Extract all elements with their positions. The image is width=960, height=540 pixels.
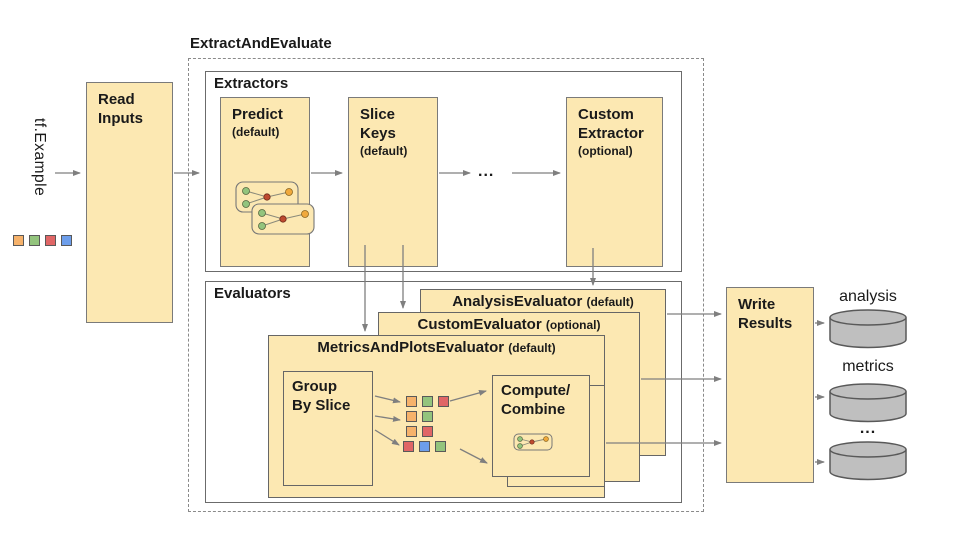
slice-row	[406, 411, 449, 422]
read-inputs-label: Read Inputs	[98, 91, 143, 127]
custom-extractor-qualifier: (optional)	[578, 143, 633, 158]
slice-keys-label: Slice Keys	[360, 106, 396, 142]
group-by-slice-label: Group By Slice	[292, 378, 351, 414]
example-square-green	[435, 441, 446, 452]
extractors-ellipsis: ...	[478, 163, 495, 180]
example-square-red	[403, 441, 414, 452]
sliced-examples-grid	[403, 396, 449, 456]
example-square-orange	[13, 235, 24, 246]
example-square-red	[422, 426, 433, 437]
example-square-green	[29, 235, 40, 246]
example-square-red	[438, 396, 449, 407]
slice-row	[406, 426, 449, 437]
custom-evaluator-label: CustomEvaluator	[417, 316, 542, 333]
evaluators-title: Evaluators	[214, 285, 291, 302]
example-square-blue	[61, 235, 72, 246]
metrics-output-label: metrics	[842, 358, 894, 375]
predict-qualifier: (default)	[232, 124, 280, 139]
tf-example-label: tf.Example	[31, 118, 48, 197]
pipeline-title: ExtractAndEvaluate	[190, 35, 332, 52]
example-square-orange	[406, 426, 417, 437]
group-by-slice-box: Group By Slice	[283, 371, 373, 486]
example-square-orange	[406, 411, 417, 422]
example-square-green	[422, 396, 433, 407]
example-square-blue	[419, 441, 430, 452]
write-results-box: Write Results	[726, 287, 814, 483]
slice-row	[406, 396, 449, 407]
predict-extractor-box: Predict (default)	[220, 97, 310, 267]
slice-keys-qualifier: (default)	[360, 143, 408, 158]
metrics-plots-evaluator-qualifier: (default)	[508, 341, 556, 355]
metrics-plots-evaluator-label: MetricsAndPlotsEvaluator	[317, 339, 505, 356]
example-square-orange	[406, 396, 417, 407]
predict-label: Predict	[232, 106, 283, 123]
compute-combine-label: Compute/ Combine	[501, 382, 571, 418]
analysis-evaluator-qualifier: (default)	[586, 295, 634, 309]
metrics-datastore-icon	[829, 383, 907, 423]
slice-row	[403, 441, 449, 452]
input-example-squares	[13, 235, 72, 246]
write-results-label: Write Results	[738, 296, 793, 332]
example-square-green	[422, 411, 433, 422]
analysis-output-label: analysis	[839, 288, 897, 305]
analysis-datastore-icon	[829, 309, 907, 349]
example-square-red	[45, 235, 56, 246]
read-inputs-box: Read Inputs	[86, 82, 173, 323]
analysis-evaluator-label: AnalysisEvaluator	[452, 293, 583, 310]
more-datastore-icon	[829, 441, 907, 481]
slice-keys-extractor-box: Slice Keys (default)	[348, 97, 438, 267]
custom-extractor-box: Custom Extractor (optional)	[566, 97, 663, 267]
outputs-ellipsis: ...	[859, 420, 877, 437]
compute-combine-box: Compute/ Combine	[492, 375, 590, 477]
custom-evaluator-qualifier: (optional)	[545, 318, 601, 332]
extract-and-evaluate-group	[188, 58, 704, 512]
custom-extractor-label: Custom Extractor	[578, 106, 644, 142]
extractors-title: Extractors	[214, 75, 289, 92]
